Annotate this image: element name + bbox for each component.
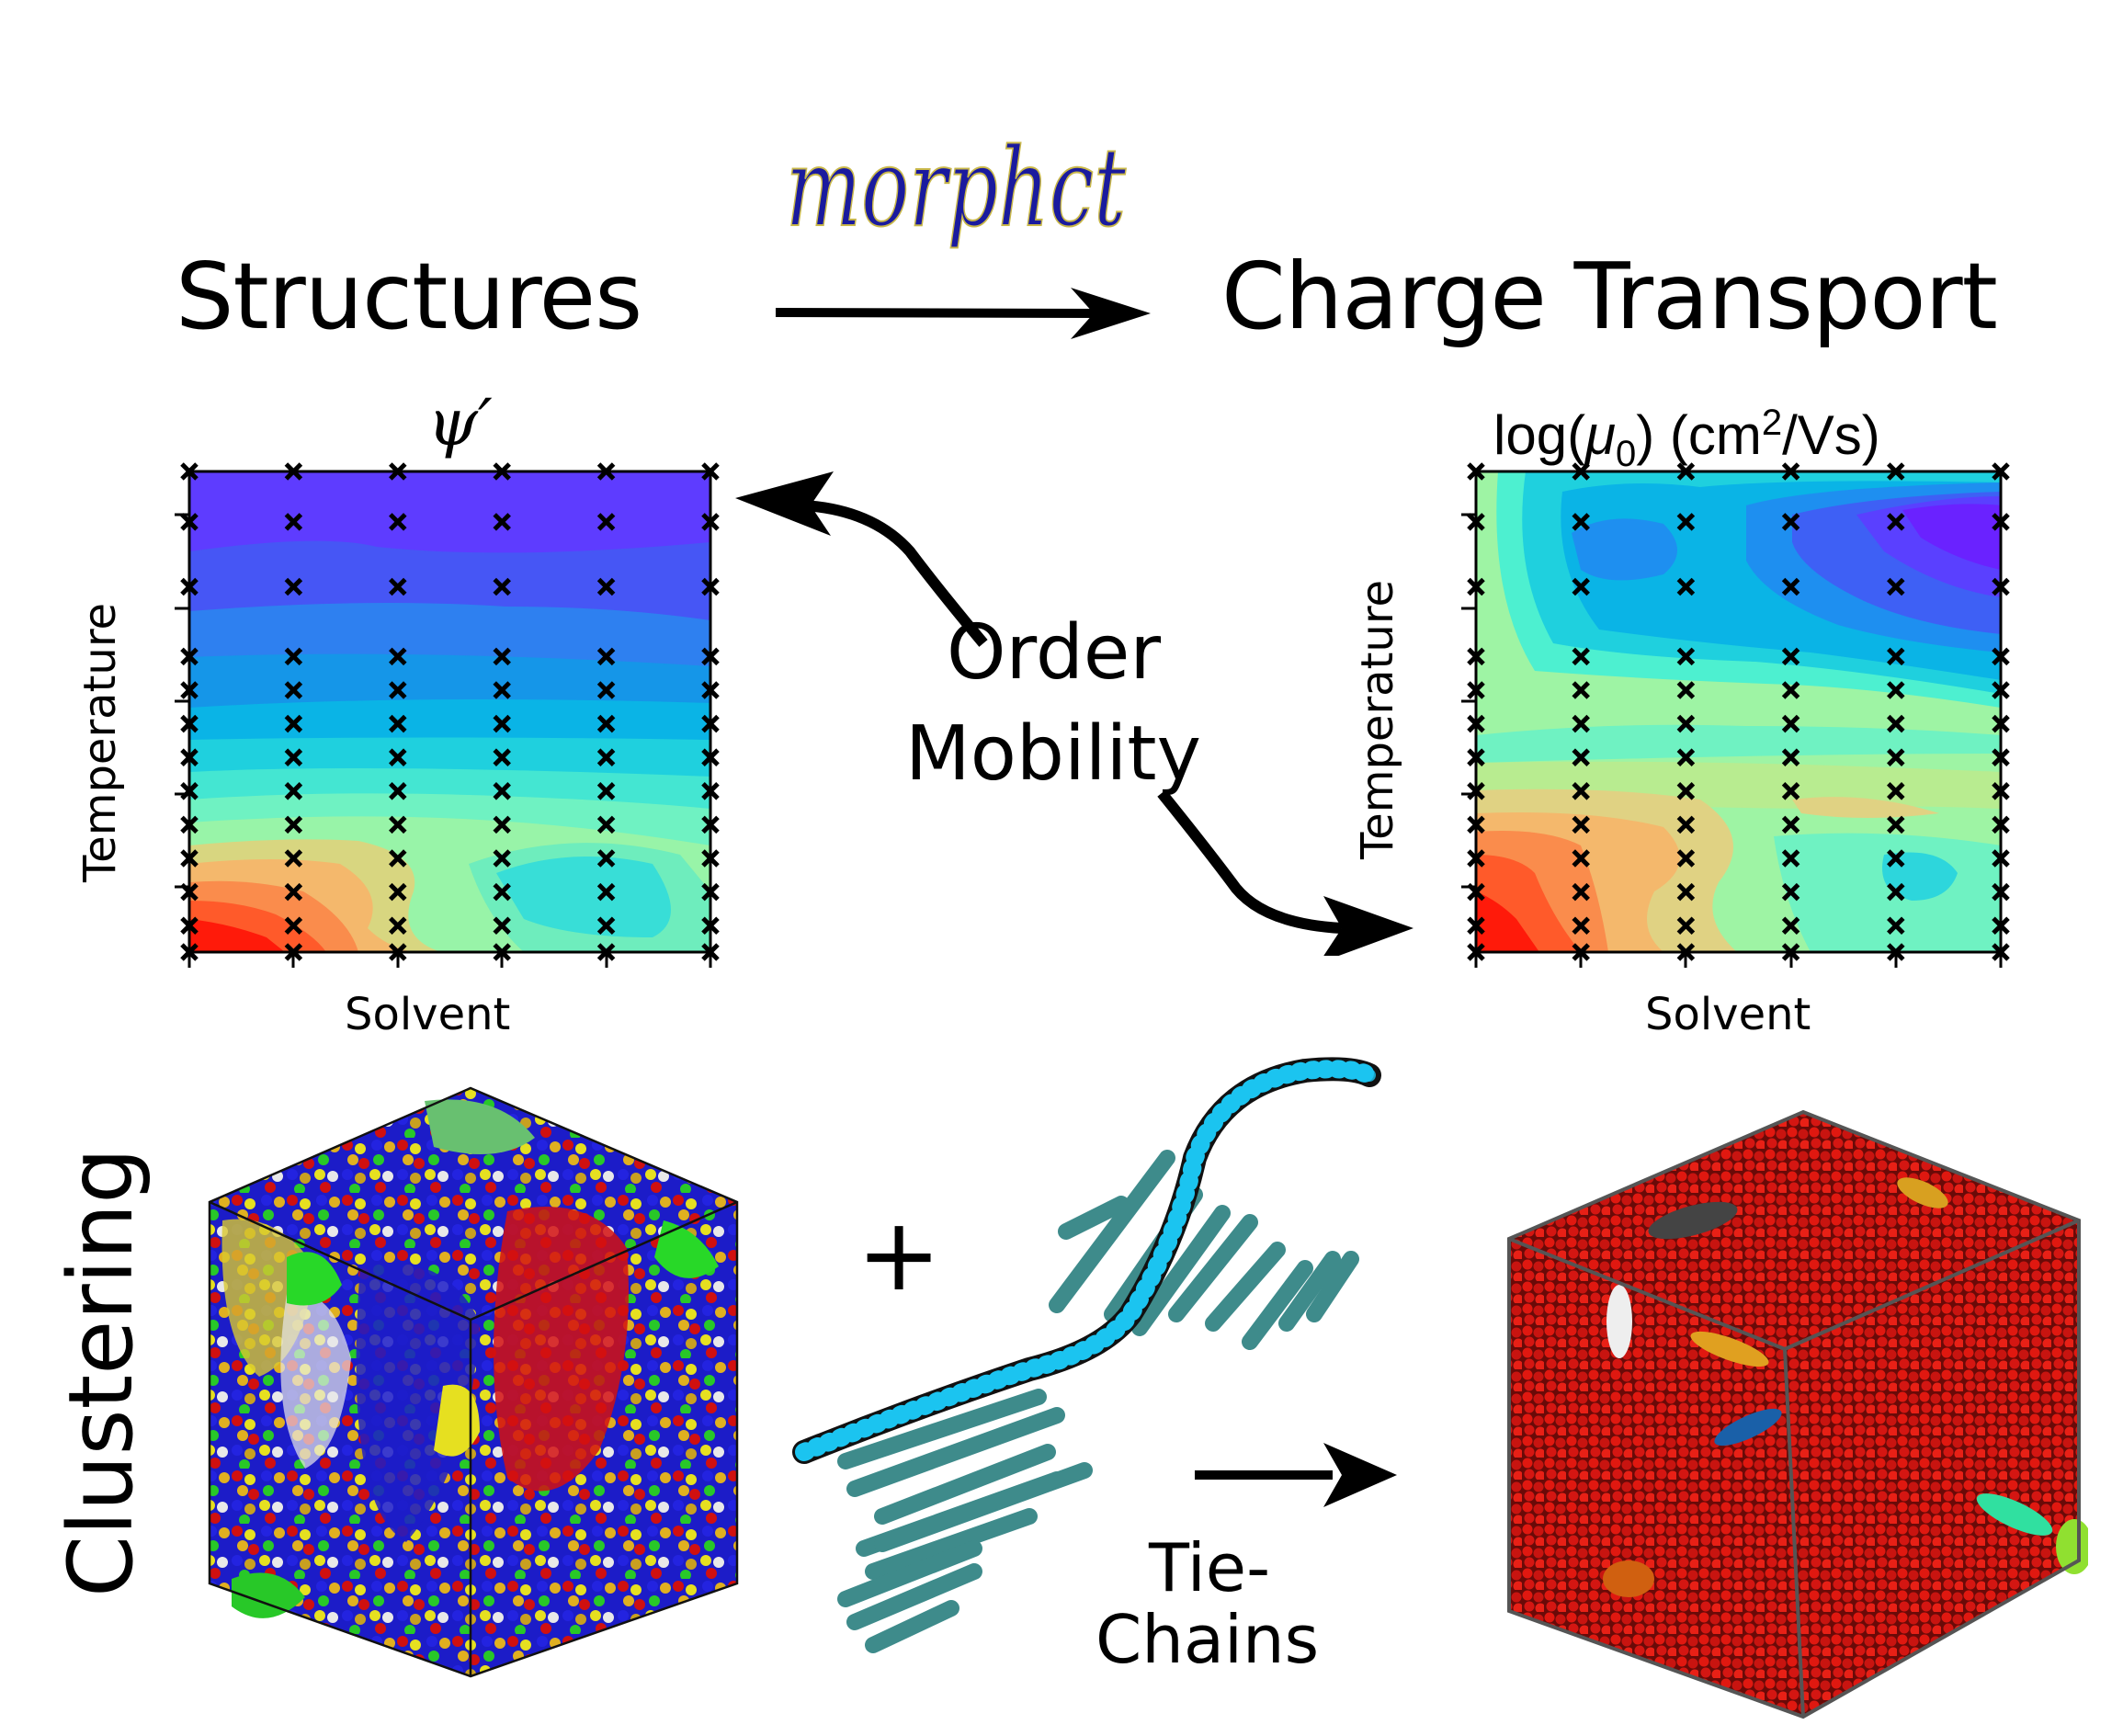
psi-plot-title: ψ′ xyxy=(427,385,493,460)
mobility-plot-title: log(μ0) (cm2/Vs) xyxy=(1493,403,1880,474)
charge-transport-heading: Charge Transport xyxy=(1221,243,1998,350)
mobility-label: Mobility xyxy=(905,710,1201,798)
tie-label-line1: Tie- xyxy=(1149,1529,1271,1606)
sample-markers xyxy=(180,462,720,961)
psi-ylabel: Temperature xyxy=(74,602,126,882)
structures-heading: Structures xyxy=(176,243,642,350)
order-mobility-arrows xyxy=(726,441,1425,956)
plus-symbol: + xyxy=(857,1196,942,1313)
percolating-cluster-cube xyxy=(1500,1083,2088,1726)
order-label: Order xyxy=(947,609,1162,697)
morphct-logo: morphct xyxy=(777,124,1135,276)
psi-xlabel: Solvent xyxy=(345,989,511,1040)
clustered-morphology-cube xyxy=(204,1083,746,1680)
mobility-heatmap xyxy=(1425,460,2013,974)
mobility-xlabel: Solvent xyxy=(1645,989,1811,1040)
tie-chain-illustration xyxy=(790,1048,1397,1673)
morphct-arrow xyxy=(772,280,1158,345)
tie-label-line2: Chains xyxy=(1096,1601,1320,1678)
sample-markers xyxy=(1467,462,2010,961)
clustering-label: Clustering xyxy=(50,1147,153,1597)
psi-heatmap xyxy=(138,460,726,974)
logo-text: morphct xyxy=(786,124,1126,251)
